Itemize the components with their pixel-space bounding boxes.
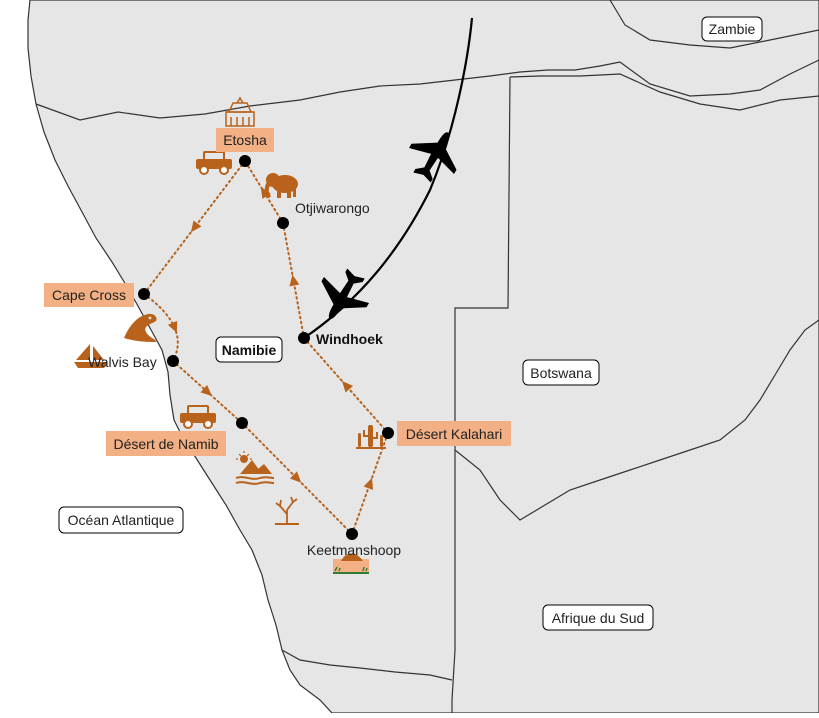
route-arrow-walvis-bay-namib (200, 384, 212, 397)
safari-jeep-icon (196, 151, 232, 175)
airplane-icon (321, 268, 370, 319)
route-arrow-namib-keetmanshoop (289, 471, 302, 483)
route-segment-kalahari-windhoek (303, 337, 389, 434)
route-segment-windhoek-otjiwarongo (282, 222, 305, 339)
city-dot-keetmanshoop[interactable] (346, 528, 358, 540)
elephant-icon (264, 173, 298, 198)
safari-jeep-icon (180, 405, 216, 429)
border-angola-namibia (35, 61, 621, 121)
cactus-icon (356, 425, 386, 449)
city-dot-windhoek[interactable] (298, 332, 310, 344)
country-box-botswana (522, 359, 600, 386)
city-dot-etosha[interactable] (239, 155, 251, 167)
quiver-tree-forest-icon (333, 553, 369, 574)
border-caprivi-zambia (619, 59, 819, 97)
city-label-windhoek[interactable]: Windhoek (316, 331, 383, 347)
country-box-namibia (215, 336, 283, 363)
city-dot-cape-cross[interactable] (138, 288, 150, 300)
city-dot-walvis-bay[interactable] (167, 355, 179, 367)
country-label-zambia[interactable]: Zambie (709, 21, 756, 37)
label-bg-cape-cross (44, 283, 134, 307)
route-arrow-keetmanshoop-kalahari (363, 477, 374, 490)
city-label-keetmanshoop[interactable]: Keetmanshoop (307, 542, 401, 558)
country-label-south-africa[interactable]: Afrique du Sud (552, 610, 645, 626)
border-botswana-south-africa (454, 319, 819, 521)
tribal-hut-icon (225, 96, 255, 127)
city-label-otjiwarongo[interactable]: Otjiwarongo (295, 200, 370, 216)
label-bg-etosha (216, 128, 274, 152)
sun-dunes-icon (235, 451, 275, 485)
sailboat-icon (74, 344, 108, 368)
country-label-botswana[interactable]: Botswana (530, 365, 592, 381)
seal-icon (124, 313, 157, 342)
country-box-zambia (701, 16, 763, 42)
route-arrow-cape-cross-walvis-bay (167, 320, 178, 334)
airplane-icon (408, 132, 457, 183)
country-box-south-africa (542, 604, 654, 631)
route-arrow-etosha-cape-cross (190, 220, 202, 233)
label-bg-namib (106, 431, 226, 456)
dead-tree-icon (275, 496, 299, 525)
route-arrow-windhoek-otjiwarongo (289, 274, 300, 287)
city-dots (138, 155, 394, 540)
country-borders (35, 0, 819, 713)
city-label-namib[interactable]: Désert de Namib (113, 436, 218, 452)
country-label-namibia[interactable]: Namibie (222, 342, 277, 358)
border-zambia-north (609, 0, 819, 49)
border-namibia-botswana (451, 76, 511, 713)
city-label-cape-cross[interactable]: Cape Cross (52, 287, 126, 303)
country-labels: Zambie Namibie Botswana Afrique du Sud O… (58, 16, 763, 631)
city-dot-kalahari[interactable] (382, 427, 394, 439)
city-label-walvis-bay[interactable]: Walvis Bay (88, 354, 157, 370)
ocean-label[interactable]: Océan Atlantique (68, 512, 175, 528)
route-arrow-kalahari-windhoek (342, 381, 354, 393)
city-label-etosha[interactable]: Etosha (223, 132, 267, 148)
route-segment-etosha-cape-cross (143, 160, 246, 295)
city-labels: Etosha Otjiwarongo Cape Cross Walvis Bay… (44, 128, 511, 558)
border-orange-river (281, 649, 453, 681)
label-bg-kalahari (397, 421, 511, 446)
route-segment-keetmanshoop-kalahari (351, 432, 389, 535)
land-mass (27, 0, 819, 714)
route-layer (143, 160, 389, 535)
city-label-kalahari[interactable]: Désert Kalahari (406, 426, 503, 442)
city-dot-otjiwarongo[interactable] (277, 217, 289, 229)
border-caprivi-botswana (509, 73, 819, 111)
ocean-box (58, 506, 184, 534)
city-dot-namib[interactable] (236, 417, 248, 429)
